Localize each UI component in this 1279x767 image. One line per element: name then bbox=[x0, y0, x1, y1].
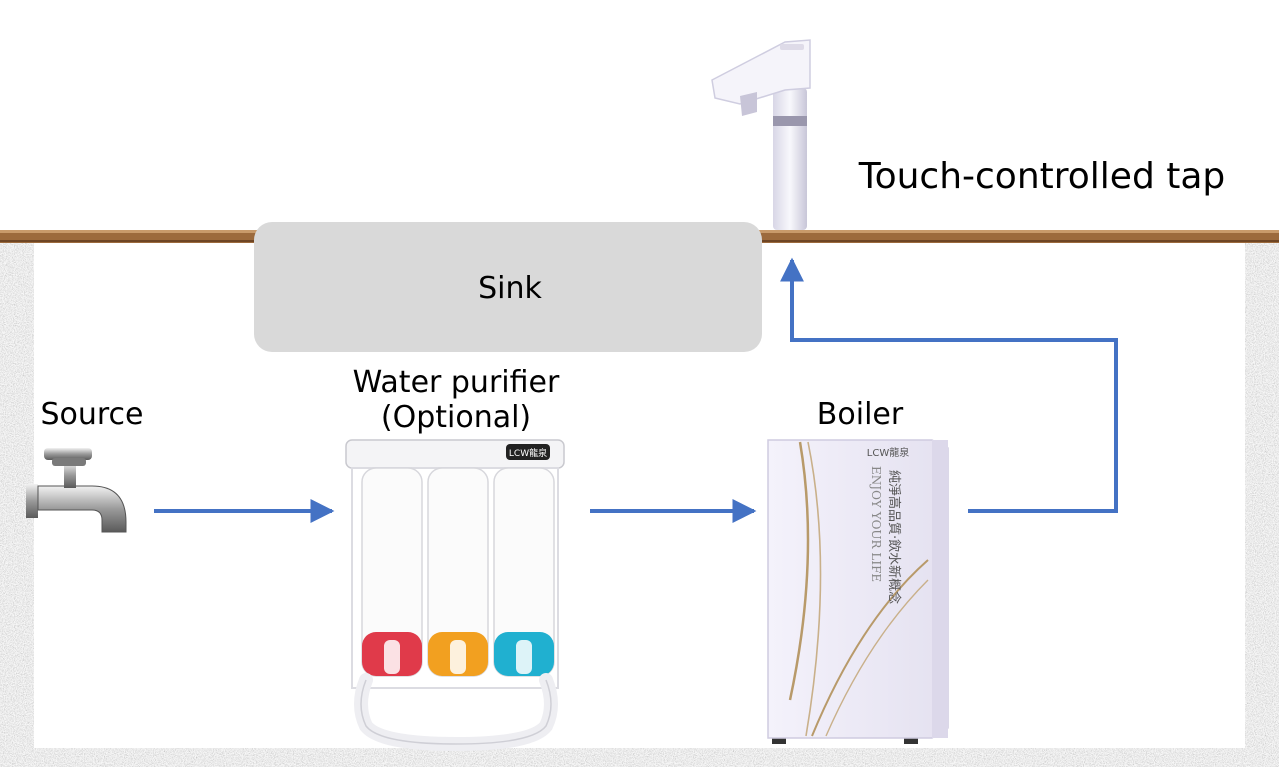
sink-basin bbox=[254, 222, 762, 352]
water-purifier-icon: LCW龍泉 bbox=[345, 439, 565, 752]
purifier-brand-logo: LCW龍泉 bbox=[509, 447, 547, 459]
sink-label: Sink bbox=[478, 271, 542, 306]
tap-label: Touch-controlled tap bbox=[858, 156, 1226, 197]
purifier-label-line1: Water purifier bbox=[353, 365, 560, 400]
filter-cartridge-red bbox=[361, 467, 423, 677]
arrow-boiler-to-tap bbox=[780, 257, 1118, 513]
filter-cartridge-orange bbox=[427, 467, 489, 677]
boiler-slogan: ENJOY YOUR LIFE bbox=[869, 466, 883, 582]
boiler-label: Boiler bbox=[817, 397, 904, 432]
purifier-label-line2: (Optional) bbox=[381, 400, 531, 435]
faucet-icon bbox=[26, 448, 127, 533]
boiler-brand-logo: LCW龍泉 bbox=[867, 446, 909, 459]
flow-arrows bbox=[154, 257, 1118, 523]
source-label: Source bbox=[40, 397, 143, 432]
boiler-tagline: 純淨高品質‧飲水新概念 bbox=[886, 470, 902, 604]
sink: Sink bbox=[254, 222, 762, 352]
boiler-icon: LCW龍泉 ENJOY YOUR LIFE 純淨高品質‧飲水新概念 bbox=[767, 439, 949, 744]
filter-cartridge-cyan bbox=[493, 467, 555, 677]
touch-tap-icon bbox=[711, 39, 811, 230]
